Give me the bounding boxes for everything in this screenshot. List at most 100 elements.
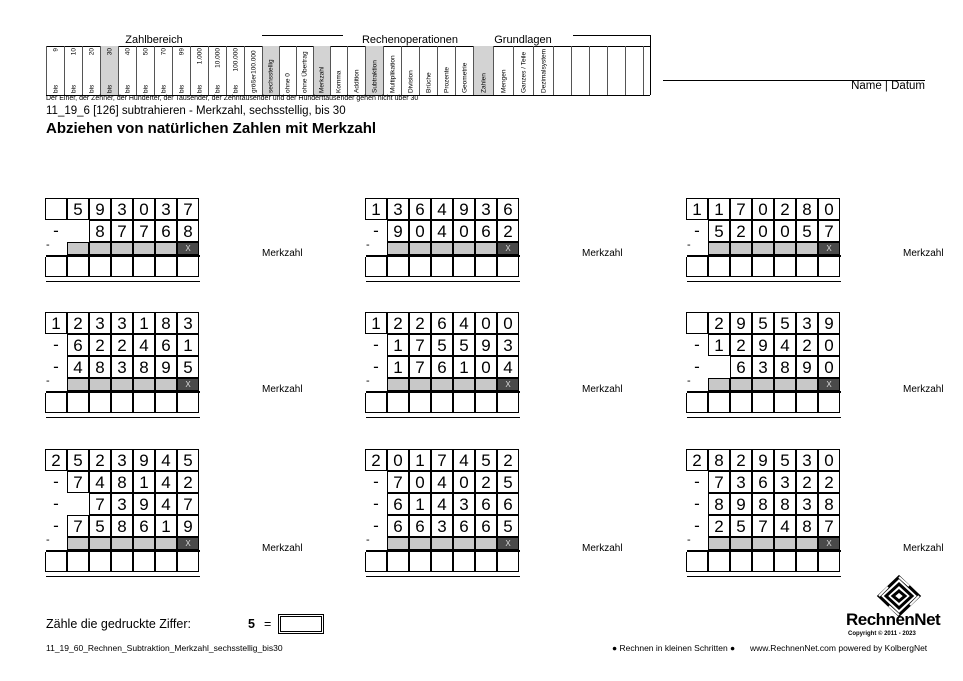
result-row[interactable] xyxy=(365,391,520,418)
result-cell[interactable] xyxy=(818,552,840,572)
carry-cell[interactable] xyxy=(133,242,155,255)
result-cell[interactable] xyxy=(730,393,752,413)
carry-cell[interactable] xyxy=(409,242,431,255)
result-cell[interactable] xyxy=(365,257,387,277)
result-cell[interactable] xyxy=(475,552,497,572)
result-cell[interactable] xyxy=(475,393,497,413)
carry-cell[interactable] xyxy=(111,537,133,550)
carry-cell[interactable] xyxy=(730,378,752,391)
carry-cell[interactable] xyxy=(111,242,133,255)
result-cell[interactable] xyxy=(387,552,409,572)
result-cell[interactable] xyxy=(730,257,752,277)
result-cell[interactable] xyxy=(409,552,431,572)
result-cell[interactable] xyxy=(365,393,387,413)
carry-cell[interactable] xyxy=(708,378,730,391)
result-cell[interactable] xyxy=(67,257,89,277)
result-cell[interactable] xyxy=(133,393,155,413)
result-cell[interactable] xyxy=(45,552,67,572)
result-cell[interactable] xyxy=(796,257,818,277)
result-cell[interactable] xyxy=(708,257,730,277)
carry-cell[interactable] xyxy=(730,537,752,550)
result-row[interactable] xyxy=(365,255,520,282)
carry-cell[interactable] xyxy=(67,537,89,550)
result-cell[interactable] xyxy=(89,552,111,572)
result-cell[interactable] xyxy=(818,257,840,277)
result-cell[interactable] xyxy=(365,552,387,572)
result-cell[interactable] xyxy=(177,552,199,572)
result-cell[interactable] xyxy=(475,257,497,277)
carry-cell[interactable] xyxy=(453,537,475,550)
carry-cell[interactable] xyxy=(774,537,796,550)
result-cell[interactable] xyxy=(774,257,796,277)
carry-cell[interactable] xyxy=(431,537,453,550)
carry-cell[interactable] xyxy=(752,378,774,391)
carry-cell[interactable] xyxy=(89,537,111,550)
result-cell[interactable] xyxy=(708,393,730,413)
result-row[interactable] xyxy=(686,550,841,577)
result-cell[interactable] xyxy=(431,552,453,572)
count-answer-box[interactable] xyxy=(278,614,324,634)
result-cell[interactable] xyxy=(133,257,155,277)
result-cell[interactable] xyxy=(497,552,519,572)
result-cell[interactable] xyxy=(155,257,177,277)
carry-cell[interactable] xyxy=(708,242,730,255)
result-cell[interactable] xyxy=(155,552,177,572)
result-cell[interactable] xyxy=(752,257,774,277)
carry-cell[interactable] xyxy=(155,242,177,255)
carry-cell[interactable] xyxy=(796,242,818,255)
carry-cell[interactable] xyxy=(752,537,774,550)
carry-cell[interactable] xyxy=(774,378,796,391)
result-cell[interactable] xyxy=(409,393,431,413)
result-cell[interactable] xyxy=(155,393,177,413)
result-row[interactable] xyxy=(45,391,200,418)
carry-cell[interactable] xyxy=(774,242,796,255)
carry-cell[interactable] xyxy=(89,242,111,255)
result-cell[interactable] xyxy=(497,257,519,277)
result-cell[interactable] xyxy=(774,552,796,572)
carry-cell[interactable] xyxy=(409,537,431,550)
result-row[interactable] xyxy=(686,391,841,418)
result-cell[interactable] xyxy=(686,393,708,413)
result-cell[interactable] xyxy=(45,393,67,413)
result-cell[interactable] xyxy=(686,257,708,277)
result-cell[interactable] xyxy=(111,257,133,277)
result-cell[interactable] xyxy=(111,393,133,413)
result-cell[interactable] xyxy=(796,552,818,572)
result-cell[interactable] xyxy=(111,552,133,572)
carry-cell[interactable] xyxy=(133,378,155,391)
carry-cell[interactable] xyxy=(387,378,409,391)
carry-cell[interactable] xyxy=(453,378,475,391)
carry-cell[interactable] xyxy=(67,378,89,391)
carry-cell[interactable] xyxy=(89,378,111,391)
result-cell[interactable] xyxy=(752,552,774,572)
result-cell[interactable] xyxy=(133,552,155,572)
result-cell[interactable] xyxy=(67,552,89,572)
result-row[interactable] xyxy=(365,550,520,577)
result-cell[interactable] xyxy=(453,257,475,277)
result-cell[interactable] xyxy=(453,552,475,572)
carry-cell[interactable] xyxy=(475,537,497,550)
carry-cell[interactable] xyxy=(730,242,752,255)
carry-cell[interactable] xyxy=(155,537,177,550)
carry-cell[interactable] xyxy=(453,242,475,255)
result-cell[interactable] xyxy=(89,257,111,277)
carry-cell[interactable] xyxy=(111,378,133,391)
carry-cell[interactable] xyxy=(475,242,497,255)
result-cell[interactable] xyxy=(497,393,519,413)
result-cell[interactable] xyxy=(177,257,199,277)
result-cell[interactable] xyxy=(752,393,774,413)
result-cell[interactable] xyxy=(774,393,796,413)
carry-cell[interactable] xyxy=(752,242,774,255)
carry-cell[interactable] xyxy=(67,242,89,255)
carry-cell[interactable] xyxy=(475,378,497,391)
result-cell[interactable] xyxy=(67,393,89,413)
carry-cell[interactable] xyxy=(796,378,818,391)
result-cell[interactable] xyxy=(45,257,67,277)
carry-cell[interactable] xyxy=(409,378,431,391)
result-cell[interactable] xyxy=(730,552,752,572)
result-row[interactable] xyxy=(45,550,200,577)
carry-cell[interactable] xyxy=(431,378,453,391)
result-row[interactable] xyxy=(45,255,200,282)
carry-cell[interactable] xyxy=(796,537,818,550)
carry-cell[interactable] xyxy=(708,537,730,550)
